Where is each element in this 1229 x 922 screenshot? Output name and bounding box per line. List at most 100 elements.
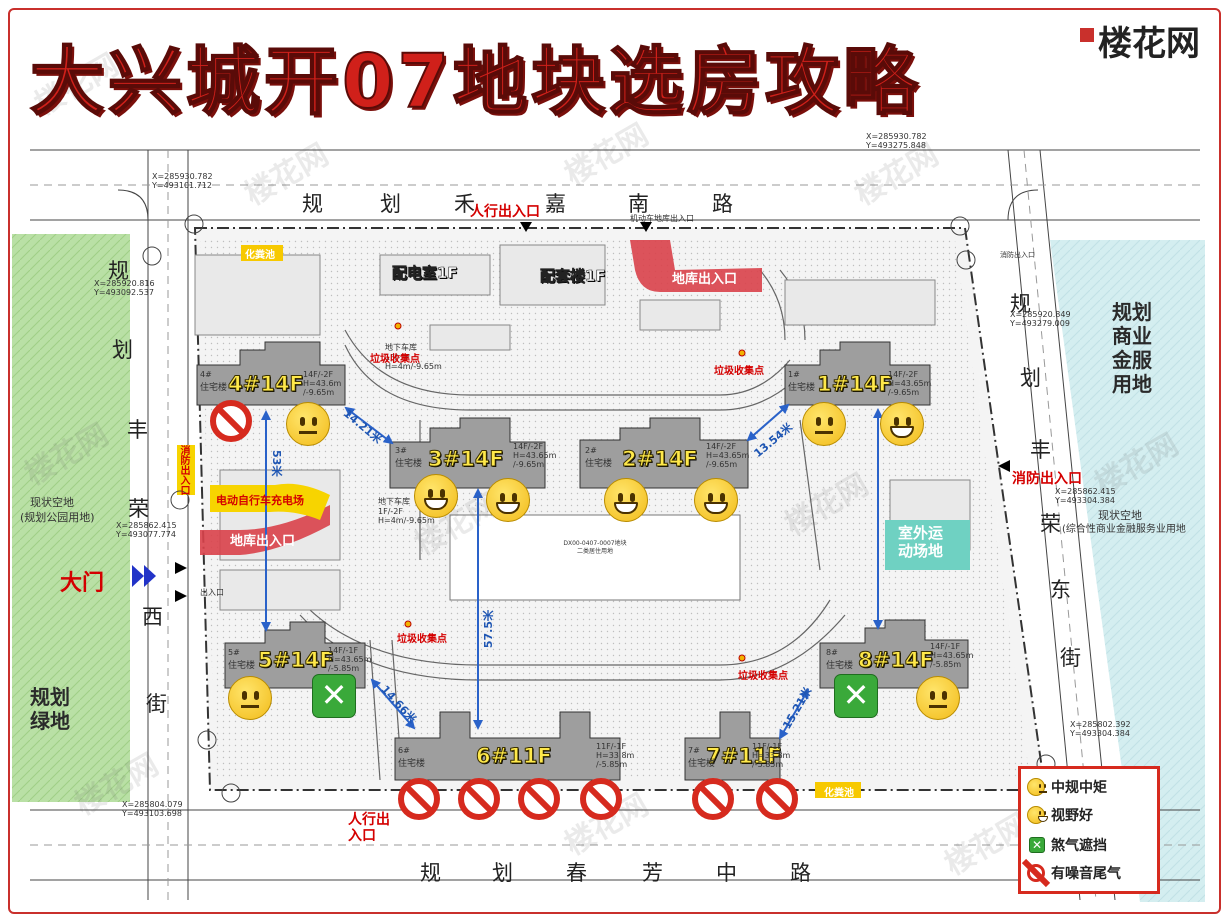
building-tag: 1#: [788, 370, 800, 379]
building-8-label[interactable]: 8#14F: [858, 648, 935, 673]
happy-face-icon: [486, 478, 530, 522]
road-south-char: 划: [492, 861, 513, 885]
brand-logo: 楼花网: [1098, 24, 1200, 64]
building-tag: 7#: [688, 746, 700, 755]
noise-no-sign-icon: [210, 400, 252, 442]
legend-label: 中规中矩: [1051, 780, 1107, 796]
frame-border: [8, 8, 1221, 914]
coordinate-label: X=285920.816 Y=493092.537: [94, 279, 155, 297]
garage-exit-west-label: 地库出入口: [230, 534, 296, 549]
noise-no-sign-icon: [458, 778, 500, 820]
road-east-char: 划: [1020, 366, 1041, 390]
blocked-x-icon: ✕: [1029, 837, 1045, 853]
fire-exit-east: 消防出入口: [1012, 471, 1082, 487]
building-tag: 5#: [228, 648, 240, 657]
neutral-face-icon: [802, 402, 846, 446]
building-spec: 14F/-2F H=43.65m /-9.65m: [513, 442, 557, 469]
building-tag: 2#: [585, 446, 597, 455]
distance-label: 53米: [270, 450, 283, 477]
garbage-label: 垃圾收集点: [738, 671, 788, 682]
building-4-label[interactable]: 4#14F: [228, 372, 305, 397]
road-south-char: 路: [790, 861, 811, 885]
coordinate-label: X=285802.392 Y=493304.384: [1070, 720, 1131, 738]
coordinate-label: X=285920.849 Y=493279.009: [1010, 310, 1071, 328]
road-west-char: 街: [146, 692, 167, 716]
legend-label: 视野好: [1051, 808, 1093, 824]
east-note: (综合性商业金融服务业用地: [1062, 524, 1186, 535]
happy-face-icon: [1027, 806, 1048, 824]
road-north-char: 南: [628, 192, 649, 216]
building-type: 住宅楼: [200, 383, 228, 393]
svg-text:二类居住用地: 二类居住用地: [577, 547, 613, 555]
building-3-label[interactable]: 3#14F: [428, 447, 505, 472]
building-type: 住宅楼: [228, 661, 256, 671]
garbage-label: 垃圾收集点: [714, 366, 764, 377]
road-north-char: 规: [302, 192, 323, 216]
road-south-char: 中: [716, 861, 737, 885]
noise-no-sign-icon: [580, 778, 622, 820]
neutral-face-icon: [286, 402, 330, 446]
building-tag: 6#: [398, 746, 410, 755]
building-7-label[interactable]: 7#11F: [706, 744, 783, 769]
building-type: 住宅楼: [585, 459, 613, 469]
road-west-char: 划: [112, 338, 133, 362]
distance-label: 57.5米: [482, 610, 495, 649]
coordinate-label: X=285862.415 Y=493304.384: [1055, 487, 1116, 505]
building-6-label[interactable]: 6#11F: [476, 744, 553, 769]
building-5-label[interactable]: 5#14F: [258, 648, 335, 673]
noise-no-sign-icon: [398, 778, 440, 820]
noise-no-sign-icon: [1027, 864, 1045, 882]
coordinate-label: X=285930.782 Y=493275.848: [866, 132, 927, 150]
west-note: 现状空地: [30, 496, 74, 509]
building-1-label[interactable]: 1#14F: [817, 372, 894, 397]
building-tag: 3#: [395, 446, 407, 455]
septic-tank-label: 化粪池: [245, 250, 275, 261]
east-note: 现状空地: [1098, 509, 1142, 522]
coordinate-label: X=285804.079 Y=493103.698: [122, 800, 183, 818]
legend-label: 煞气遮挡: [1051, 838, 1107, 854]
power-room-label: 配电室1F: [392, 264, 458, 283]
coordinate-label: X=285862.415 Y=493077.774: [116, 521, 177, 539]
support-building-label: 配套楼1F: [540, 267, 606, 286]
road-south-char: 规: [420, 861, 441, 885]
building-type: 住宅楼: [826, 661, 854, 671]
building-2-label[interactable]: 2#14F: [622, 447, 699, 472]
neutral-face-icon: [1027, 778, 1047, 796]
brand-mark-icon: [1080, 28, 1094, 42]
building-spec: 11F/-1F H=33.8m /-5.85m: [752, 742, 791, 769]
happy-face-icon: [604, 478, 648, 522]
west-note: (规划公园用地): [20, 511, 95, 524]
legend-item: 视野好: [1027, 803, 1093, 827]
fire-exit-north-label: 消防出入口: [1000, 251, 1035, 259]
garage-basement-label: 地下车库 1F/-2F H=4m/-9.65m: [378, 497, 435, 525]
pedestrian-entrance-south: 人行出 入口: [348, 812, 390, 844]
road-south-char: 芳: [642, 861, 663, 885]
legend-label: 有噪音尾气: [1051, 866, 1121, 882]
happy-face-icon: [414, 474, 458, 518]
legend-box: 中规中矩 视野好 ✕ 煞气遮挡 有噪音尾气: [1018, 766, 1160, 894]
blocked-x-icon: ✕: [834, 674, 878, 718]
septic-tank-label: 化粪池: [824, 788, 854, 799]
garage-basement-label: 地下车库 1F/-2F H=4m/-9.65m: [385, 343, 442, 371]
building-spec: 14F/-1F H=43.65m /-5.85m: [328, 646, 372, 673]
road-east-char: 东: [1050, 578, 1071, 602]
road-east-char: 荣: [1040, 512, 1061, 536]
svg-text:DX00-0407-0007地块: DX00-0407-0007地块: [563, 539, 626, 547]
road-west-char: 规: [108, 259, 129, 283]
blocked-x-icon: ✕: [312, 674, 356, 718]
road-west-char: 荣: [128, 497, 149, 521]
road-west-char: 西: [142, 605, 163, 629]
noise-no-sign-icon: [756, 778, 798, 820]
happy-face-icon: [880, 402, 924, 446]
building-spec: 11F/-1F H=33.8m /-5.85m: [596, 742, 635, 769]
noise-no-sign-icon: [518, 778, 560, 820]
road-north-char: 划: [380, 192, 401, 216]
legend-item: ✕ 煞气遮挡: [1029, 833, 1107, 857]
road-north-char: 路: [712, 192, 733, 216]
road-east-char: 街: [1060, 646, 1081, 670]
road-south-char: 春: [566, 861, 587, 885]
garage-exit-north-label: 地库出入口: [672, 272, 738, 287]
garbage-label: 垃圾收集点: [370, 354, 420, 365]
entrance-label: 出入口: [200, 588, 224, 597]
building-type: 住宅楼: [688, 759, 716, 769]
